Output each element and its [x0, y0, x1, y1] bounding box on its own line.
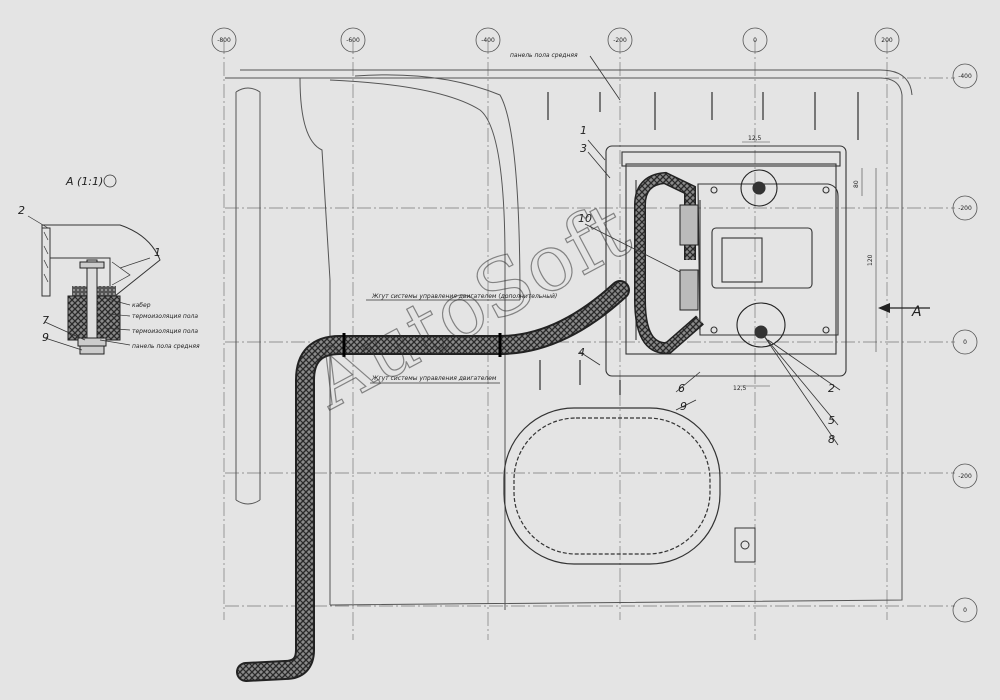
dimension-label: 12,5: [748, 135, 762, 142]
view-arrow-label: A: [911, 304, 922, 320]
section-label: кабер: [132, 302, 151, 309]
grid-label-top: -800: [217, 37, 231, 44]
bracket: [734, 527, 756, 563]
part-number: 2: [828, 382, 835, 395]
grid-label-top: 200: [881, 37, 893, 44]
dimension-label: 12,5: [733, 385, 747, 392]
section-part-number: 2: [18, 204, 25, 217]
section-part-number: 9: [42, 331, 49, 344]
grid-label-top: -200: [613, 37, 627, 44]
part-number: 1: [580, 124, 587, 137]
floor-panel-outline: [225, 69, 913, 610]
section-label: термоизоляция пола: [132, 328, 198, 335]
wiring-harness: [236, 171, 704, 682]
part-number: 9: [680, 400, 687, 413]
grid-label-top: 0: [753, 37, 757, 44]
callout-harness: Жгут системы управления двигателем: [371, 375, 497, 382]
section-part-number: 1: [154, 246, 161, 259]
grid-label-right: 0: [963, 339, 967, 346]
section-part-number: 7: [42, 314, 49, 327]
grid-bubbles-right: [952, 63, 978, 623]
view-arrow: [878, 303, 930, 313]
grid-label-top: -400: [481, 37, 495, 44]
dimension-label: 120: [867, 254, 874, 266]
dimension-lines: [740, 141, 877, 387]
section-title: A (1:1): [65, 175, 103, 188]
section-label: панель пола средняя: [132, 343, 200, 350]
grid-label-right: -400: [958, 73, 972, 80]
oval-boss: [503, 407, 721, 565]
part-number: 5: [828, 414, 835, 427]
grid-label-right: 0: [963, 607, 967, 614]
callout-harness-additional: Жгут системы управления двигателем (допо…: [371, 293, 557, 300]
section-a-detail: [27, 174, 161, 355]
ecu-mounting-plate: [605, 145, 847, 377]
grid-label-right: -200: [958, 473, 972, 480]
part-number: 6: [678, 382, 685, 395]
leader-lines: [366, 55, 841, 446]
grid-label-top: -600: [346, 37, 360, 44]
section-label: термоизоляция пола: [132, 313, 198, 320]
part-number: 3: [580, 142, 587, 155]
grid-label-right: -200: [958, 205, 972, 212]
part-number: 10: [578, 212, 592, 225]
callout-floor-panel: панель пола средняя: [510, 52, 578, 59]
grid-bubbles-top: [211, 27, 900, 53]
part-number: 8: [828, 433, 835, 446]
part-number: 4: [578, 346, 585, 359]
dimension-label: 80: [853, 180, 860, 188]
